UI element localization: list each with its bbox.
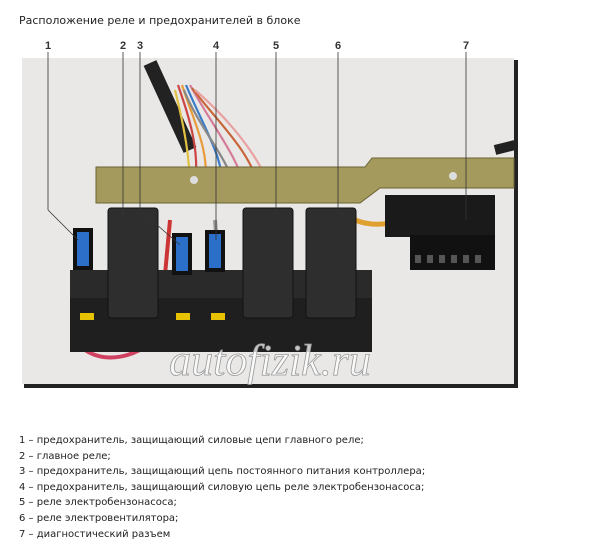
svg-text:6: 6 (335, 40, 341, 52)
callout-labels: 1 2 3 4 5 6 7 (45, 40, 469, 52)
page-title: Расположение реле и предохранителей в бл… (19, 14, 301, 27)
relay-block-photo: autofizik.ru 1 2 3 4 5 6 7 (22, 40, 518, 388)
legend-item: 7 – диагностический разъем (19, 528, 171, 540)
legend-item: 2 – главное реле; (19, 450, 111, 462)
svg-text:3: 3 (137, 40, 143, 52)
fuses (73, 228, 225, 320)
callout-lines (47, 52, 467, 246)
relays (107, 207, 357, 319)
svg-text:5: 5 (273, 40, 279, 52)
legend-item: 1 – предохранитель, защищающий силовые ц… (19, 435, 364, 446)
watermark: autofizik.ru (169, 336, 371, 385)
svg-text:1: 1 (45, 40, 51, 52)
legend-item: 3 – предохранитель, защищающий цепь пост… (19, 466, 426, 478)
legend-item: 6 – реле электровентилятора; (19, 512, 179, 524)
svg-text:2: 2 (120, 40, 126, 52)
mounting-bracket (95, 157, 515, 204)
svg-text:4: 4 (213, 40, 220, 52)
legend-item: 4 – предохранитель, защищающий силовую ц… (19, 481, 425, 493)
svg-text:7: 7 (463, 40, 469, 52)
diagnostic-connector (385, 195, 495, 270)
legend-list: 1 – предохранитель, защищающий силовые ц… (19, 433, 425, 542)
legend-item: 5 – реле электробензонасоса; (19, 497, 177, 509)
